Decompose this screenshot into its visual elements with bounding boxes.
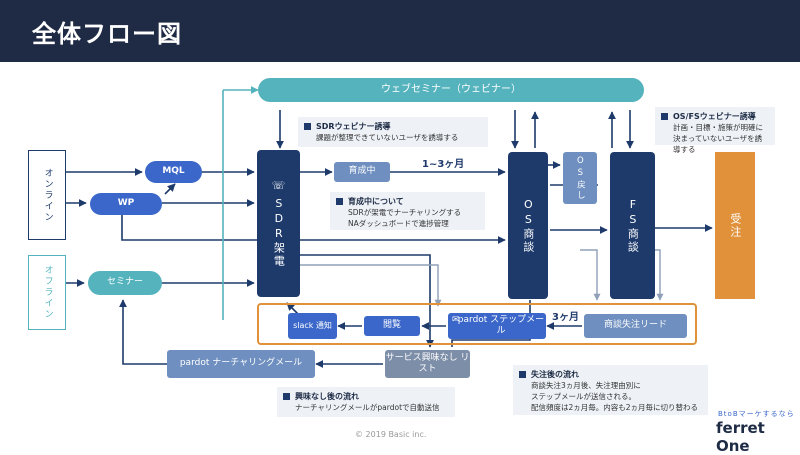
node-mql: MQL (145, 161, 202, 183)
note-marker-icon (283, 393, 290, 400)
phone-icon: ☏ (271, 179, 286, 193)
node-os-meeting: OS商談 (508, 152, 548, 299)
note-os-fs-webinar: OS/FSウェビナー誘導計画・目標・施策が明確に決まっていないユーザを誘導する (655, 107, 775, 154)
note-marker-icon (304, 123, 311, 130)
brand-logo: ferret One (716, 419, 765, 455)
header-bar (0, 0, 800, 62)
note-after-no-interest: 興味なし後の流れナーチャリングメールがpardotで自動送信 (277, 387, 455, 417)
node-browse: 閲覧 (364, 316, 420, 336)
source-offline: オフライン (28, 255, 66, 330)
source-online-label: オンライン (42, 167, 53, 223)
label-one-to-three-months: 1~3ヶ月 (422, 159, 465, 170)
node-slack-notify: slack 通知 (288, 313, 337, 339)
node-no-interest-list: サービス興味なし リスト (385, 350, 470, 378)
node-order: 受注 (715, 152, 755, 299)
node-os-back: OS戻し (563, 152, 597, 204)
note-after-lost: 失注後の流れ商談失注3ヵ月後、失注理由別にステップメールが送信される。配信頻度は… (513, 365, 708, 415)
brand-tagline: BtoBマーケするなら (718, 410, 795, 418)
note-marker-icon (661, 113, 668, 120)
page-title: 全体フロー図 (32, 20, 182, 48)
node-pardot-nurture-mail: pardot ナーチャリングメール (167, 350, 315, 378)
node-fs-meeting: FS商談 (610, 152, 655, 299)
note-marker-icon (336, 198, 343, 205)
copyright: © 2019 Basic inc. (355, 430, 427, 439)
note-sdr-webinar: SDRウェビナー誘導課題が整理できていないユーザを誘導する (298, 117, 488, 147)
source-offline-label: オフライン (42, 265, 53, 320)
mail-icon: ✉ (452, 315, 460, 325)
node-wp: WP (90, 193, 162, 215)
node-webinar: ウェブセミナー（ウェビナー） (258, 78, 644, 102)
source-online: オンライン (28, 150, 66, 240)
label-three-months: 3ヶ月 (552, 312, 579, 323)
node-lost-lead: 商談失注リード (584, 314, 687, 338)
pardot-loop-frame (257, 303, 697, 345)
node-pardot-step-mail: ✉ pardot ステップメール (448, 313, 546, 339)
node-sdr-call: ☏ SDR架電 (257, 150, 300, 297)
node-seminar: セミナー (88, 271, 162, 295)
node-nurturing: 育成中 (334, 162, 390, 182)
note-marker-icon (519, 371, 526, 378)
